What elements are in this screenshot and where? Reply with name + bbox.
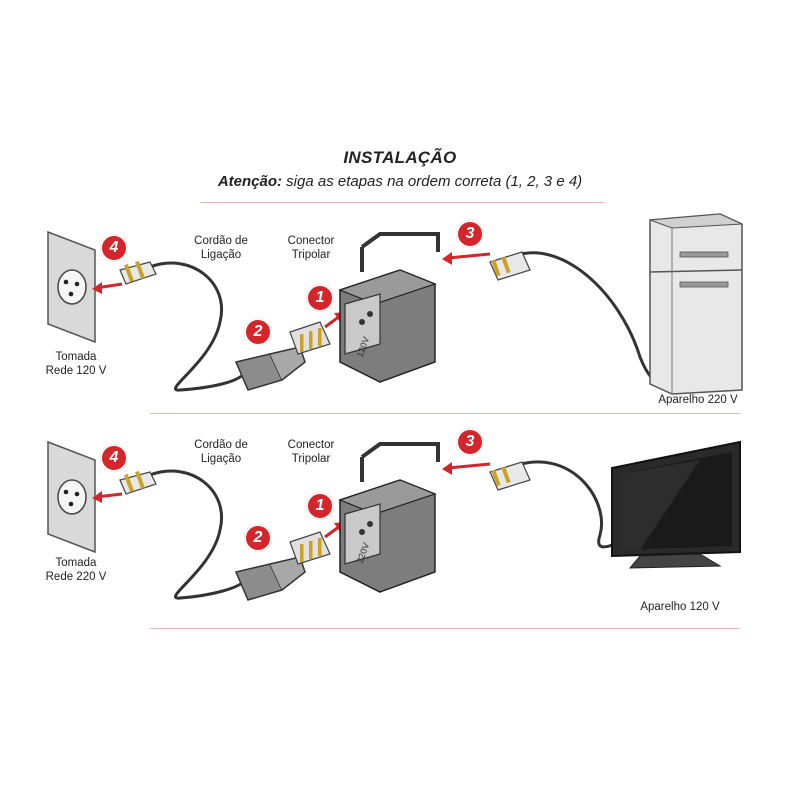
cord-to-outlet [149,261,247,392]
step-1-badge: 1 [306,284,334,312]
header-separator [200,202,605,203]
plug-at-outlet-icon [119,260,157,285]
transformer-icon [338,232,440,383]
arrow-to-transformer [447,252,491,260]
panel-illustration [47,440,741,601]
transformer-icon [338,442,440,593]
step-4-badge: 4 [100,234,128,262]
instructions-text: siga as etapas na ordem correta (1, 2, 3… [282,173,583,190]
cord-to-device [511,460,616,549]
device-plug-icon [489,461,531,491]
device-caption: Aparelho 220 V [658,394,738,406]
three-pin-connector-icon [289,321,331,355]
step-2-badge: 2 [244,318,272,346]
attention-label: Atenção: [217,173,282,190]
instructions-subtitle: Atenção: siga as etapas na ordem correta… [0,173,800,190]
arrow-to-transformer [447,462,491,470]
wall-outlet-icon [47,230,96,344]
footer-separator [150,628,740,629]
three-pin-connector-icon [289,531,331,565]
refrigerator-icon [649,213,743,395]
panel-illustration [47,213,743,395]
step-3-badge: 3 [456,428,484,456]
cord-connector-block-icon [234,556,306,601]
cord-to-outlet [149,469,247,600]
device-plug-icon [489,251,531,281]
plug-at-outlet-icon [119,470,157,495]
page-title: INSTALAÇÃO [343,148,457,167]
device-caption: Aparelho 120 V [640,601,720,613]
cord-to-device [511,251,669,387]
television-icon [611,440,741,569]
step-4-badge: 4 [100,444,128,472]
step-2-badge: 2 [244,524,272,552]
wall-outlet-icon [47,440,96,554]
cord-connector-block-icon [234,346,306,391]
step-3-badge: 3 [456,220,484,248]
panel-separator [150,413,740,414]
step-1-badge: 1 [306,492,334,520]
